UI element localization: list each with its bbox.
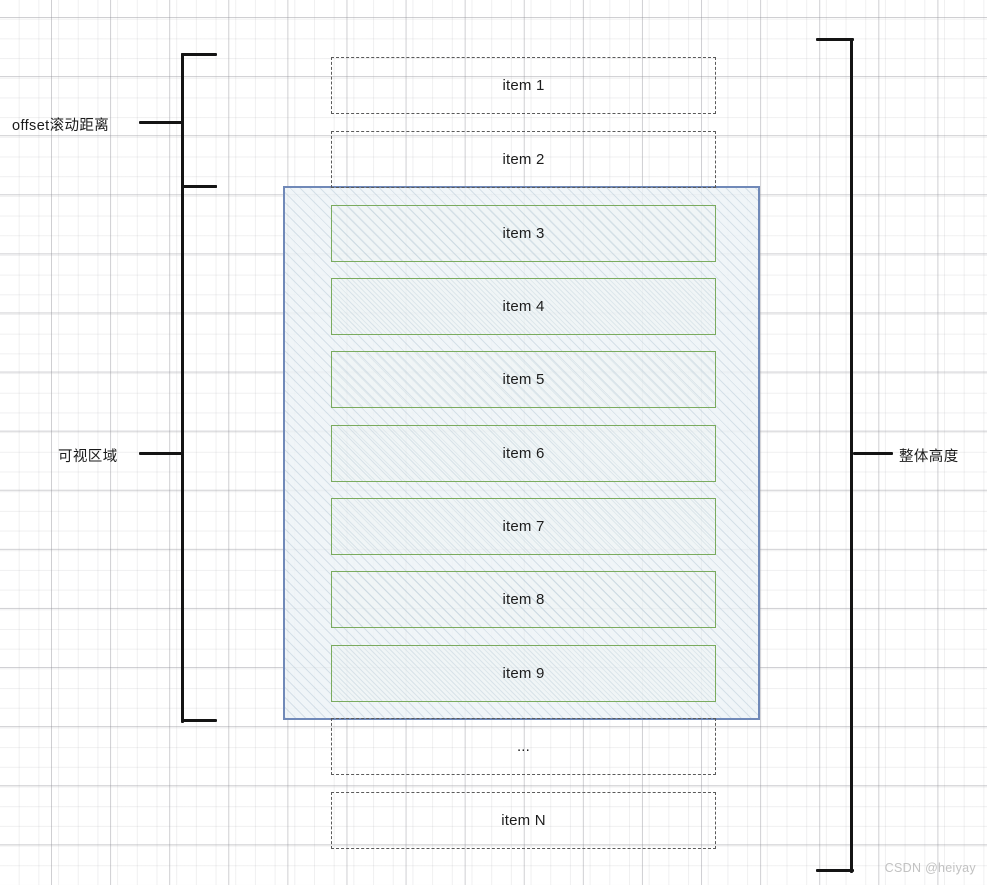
list-item[interactable]: item 1	[331, 57, 716, 114]
list-item-label: item N	[501, 812, 546, 829]
bracket-cap-bottom	[181, 719, 217, 723]
list-item-label: item 7	[502, 518, 545, 535]
bracket-tick	[853, 452, 893, 455]
bracket-cap-top	[816, 38, 854, 42]
visible-viewport-region	[283, 186, 760, 720]
list-item-label: ...	[516, 738, 531, 755]
list-item[interactable]: item 3	[331, 205, 716, 262]
list-item-label: item 4	[502, 298, 545, 315]
list-item-label: item 8	[502, 591, 545, 608]
list-item[interactable]: item 4	[331, 278, 716, 335]
list-item[interactable]: item 8	[331, 571, 716, 628]
list-item-ellipsis[interactable]: ...	[331, 718, 716, 775]
list-item[interactable]: item 2	[331, 131, 716, 188]
bracket-stem	[850, 38, 854, 873]
list-item[interactable]: item 7	[331, 498, 716, 555]
list-item-label: item 1	[502, 77, 545, 94]
list-item-label: item 6	[502, 445, 545, 462]
list-item-label: item 9	[502, 665, 545, 682]
label-offset-scroll-distance: offset滚动距离	[12, 118, 110, 134]
bracket-tick	[139, 121, 183, 124]
list-item[interactable]: item 9	[331, 645, 716, 702]
watermark: CSDN @heiyay	[884, 861, 976, 875]
label-visible-region: 可视区域	[58, 449, 118, 465]
label-total-height: 整体高度	[899, 449, 959, 465]
bracket-cap-top	[181, 185, 217, 189]
list-item[interactable]: item N	[331, 792, 716, 849]
list-item[interactable]: item 6	[331, 425, 716, 482]
list-item[interactable]: item 5	[331, 351, 716, 408]
bracket-cap-bottom	[816, 869, 854, 873]
list-item-label: item 2	[502, 151, 545, 168]
list-item-label: item 5	[502, 371, 545, 388]
list-item-label: item 3	[502, 225, 545, 242]
bracket-cap-top	[181, 53, 217, 57]
bracket-tick	[139, 452, 183, 455]
